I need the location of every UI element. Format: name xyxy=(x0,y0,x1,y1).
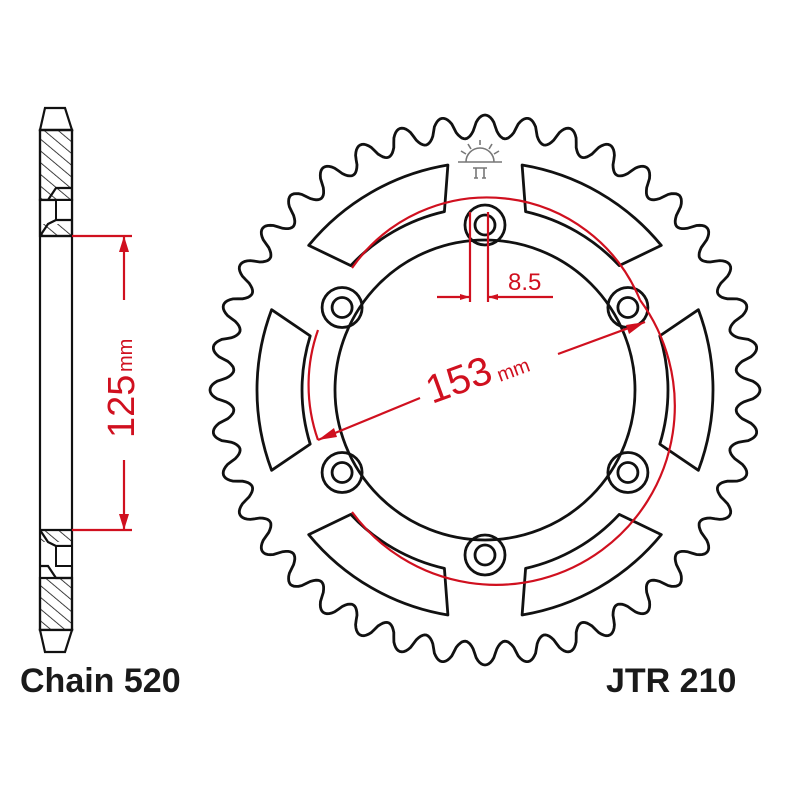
bolt-hole xyxy=(473,543,497,567)
jt-logo-icon xyxy=(458,140,502,179)
side-profile-view xyxy=(38,106,74,654)
bolt-hole xyxy=(330,461,354,484)
pcd-unit: mm xyxy=(494,355,533,387)
lightening-window xyxy=(255,308,312,472)
bolt-hole xyxy=(616,461,640,484)
bolt-hole xyxy=(330,296,354,319)
bolt-hole-value: 8.5 xyxy=(508,269,541,296)
pcd-value: 153 xyxy=(420,348,498,412)
bolt-hole xyxy=(606,286,650,329)
pcd-circle xyxy=(307,196,676,586)
bore-dimension xyxy=(72,234,132,532)
lightening-window xyxy=(520,513,663,617)
center-bore xyxy=(333,238,637,542)
bolt-hole xyxy=(320,451,364,494)
bolt-hole xyxy=(616,296,640,319)
part-number-label: JTR 210 xyxy=(606,662,737,700)
bore-diameter-value: 125 xyxy=(101,375,143,438)
bolt-hole xyxy=(320,286,364,329)
lightening-windows xyxy=(255,163,715,617)
lightening-window xyxy=(307,513,450,617)
bore-diameter-unit: mm xyxy=(115,339,137,372)
bolt-hole xyxy=(473,213,497,237)
bolt-hole xyxy=(606,451,650,494)
bolt-hole xyxy=(463,203,507,247)
sprocket-front-view xyxy=(208,113,762,667)
bolt-hole-dimension xyxy=(437,212,553,302)
lightening-window xyxy=(658,308,715,472)
bolt-hole xyxy=(463,533,507,577)
pcd-dimension xyxy=(317,320,646,442)
chain-size-label: Chain 520 xyxy=(20,662,181,700)
sprocket-teeth-outline xyxy=(208,113,762,667)
bolt-holes xyxy=(320,203,650,577)
lightening-window xyxy=(520,163,663,267)
lightening-window xyxy=(307,163,450,267)
